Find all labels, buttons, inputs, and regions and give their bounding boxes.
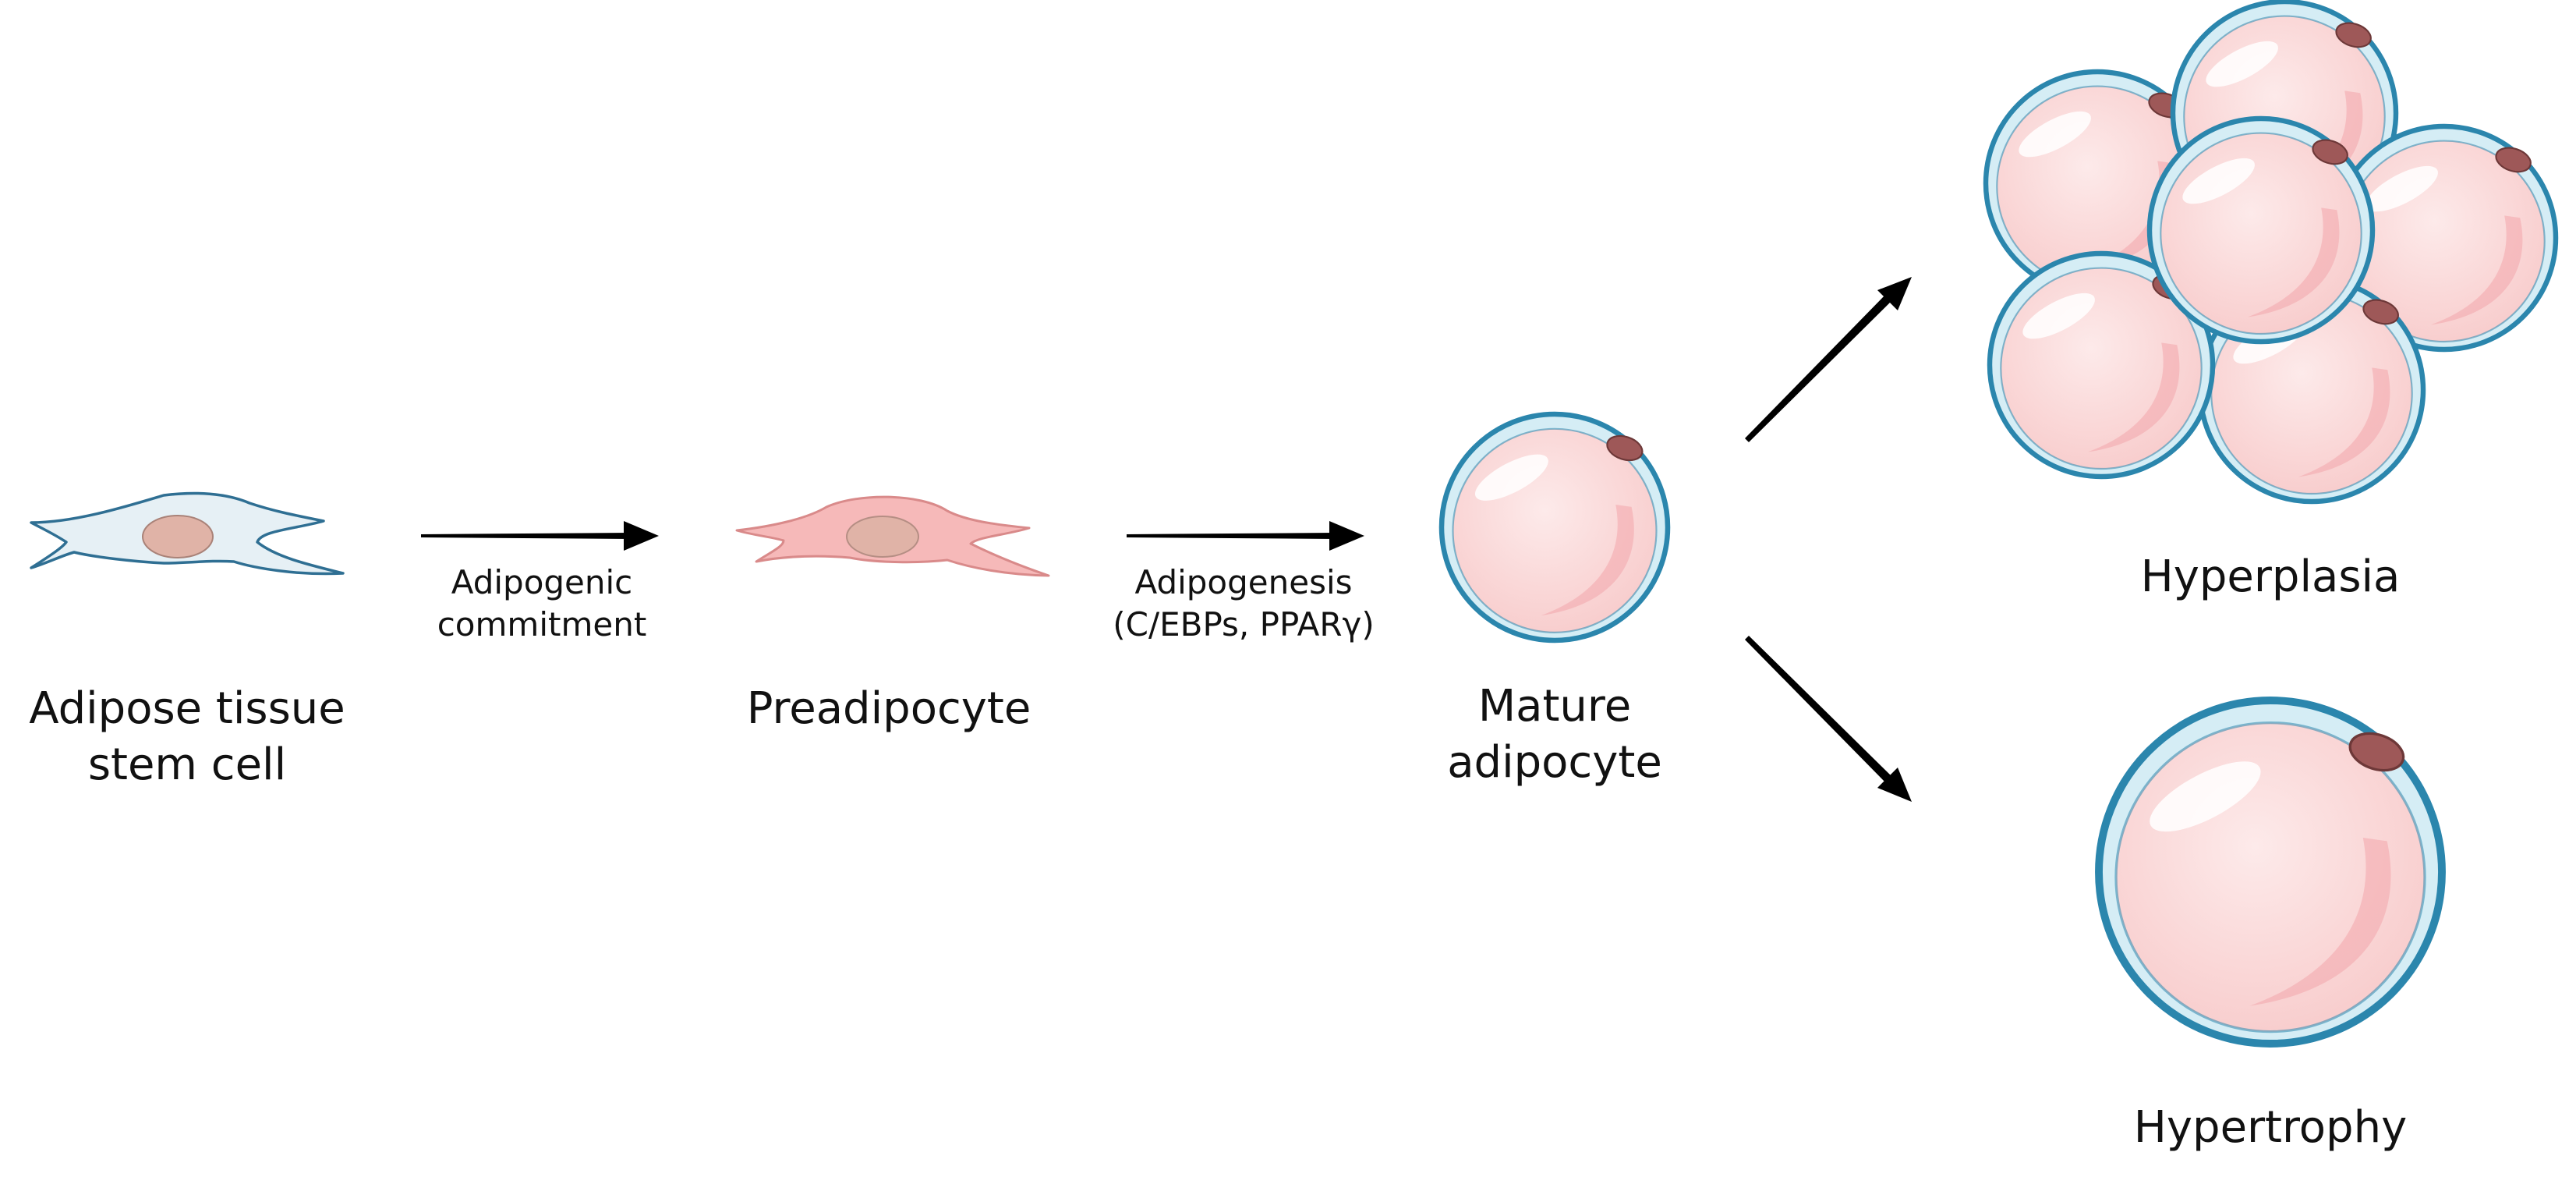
commitment-arrow [421,521,659,551]
hypertrophy-label: Hypertrophy [2114,1100,2426,1156]
stem-cell-label: Adipose tissue stem cell [16,681,359,792]
commitment-label-line2: commitment [437,604,647,643]
mature-adipocyte-cell [1442,414,1668,640]
commitment-label-line1: Adipogenic [451,563,633,601]
stem-cell-shape [30,491,345,576]
arrow-to-hypertrophy [1745,636,1912,802]
mature-adipocyte-label: Mature adipocyte [1399,679,1711,790]
hyperplasia-label-line1: Hyperplasia [2140,551,2401,602]
adipogenesis-arrow [1127,521,1364,551]
preadipocyte-shape [735,495,1050,577]
stem-cell-label-line2: stem cell [87,739,287,790]
hypertrophy-label-line1: Hypertrophy [2133,1102,2408,1153]
hypertrophy-cell [2099,700,2442,1044]
preadipocyte-label-line1: Preadipocyte [746,683,1031,734]
adipogenesis-label-line1: Adipogenesis [1134,563,1353,601]
commitment-label: Adipogenic commitment [413,562,671,646]
adipogenesis-label: Adipogenesis (C/EBPs, PPARγ) [1099,562,1388,646]
mature-adipocyte-label-line2: adipocyte [1447,736,1662,788]
arrow-to-hyperplasia [1745,277,1912,442]
mature-adipocyte-label-line1: Mature [1477,681,1632,732]
hyperplasia-label: Hyperplasia [2114,549,2426,605]
adipogenesis-label-line2: (C/EBPs, PPARγ) [1113,604,1375,643]
hyperplasia-cluster [1986,2,2556,502]
preadipocyte-label: Preadipocyte [725,681,1053,737]
stem-cell-label-line1: Adipose tissue [29,683,345,734]
